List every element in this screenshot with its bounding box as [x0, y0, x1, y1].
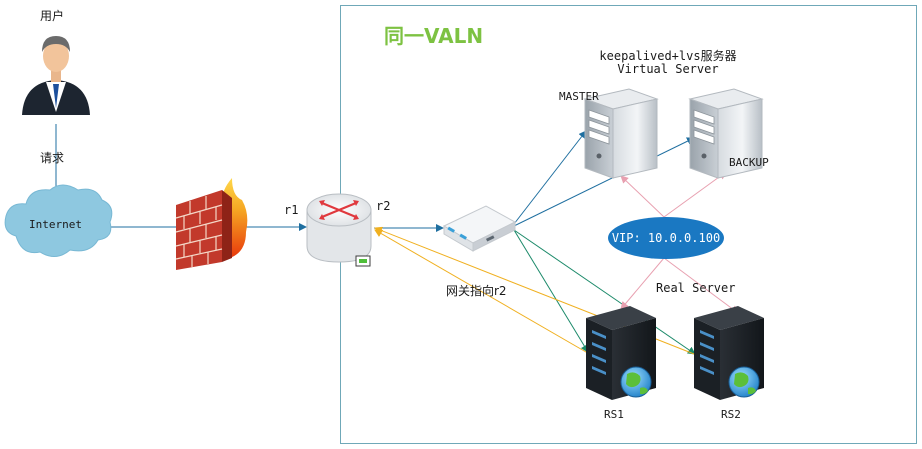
master-server-icon	[583, 88, 659, 179]
gateway-label: 网关指向r2	[446, 284, 507, 298]
rs1-label: RS1	[604, 408, 624, 421]
lvs-title-line2: Virtual Server	[617, 62, 719, 76]
r1-label: r1	[284, 203, 299, 217]
lvs-title-line1: keepalived+lvs服务器	[599, 49, 737, 63]
link-switch-master	[513, 130, 587, 225]
master-label: MASTER	[559, 90, 599, 103]
router-icon	[306, 193, 372, 267]
internet-label: Internet	[29, 218, 82, 231]
link-vip-rs1	[620, 257, 665, 310]
rs1-server-icon	[586, 306, 656, 400]
rs2-server-icon	[694, 306, 764, 400]
backup-server-icon	[688, 88, 764, 179]
cloud-icon	[4, 184, 113, 257]
rs2-label: RS2	[721, 408, 741, 421]
request-label: 请求	[40, 151, 65, 165]
firewall-icon	[175, 178, 248, 270]
link-switch-rs1	[513, 229, 589, 353]
link-switch-backup	[513, 137, 695, 227]
vip-label: VIP: 10.0.0.100	[611, 231, 721, 245]
link-vip-master	[620, 175, 665, 218]
switch-icon	[442, 205, 517, 252]
link-vip-backup	[663, 171, 727, 218]
vlan-title: 同一VALN	[384, 24, 484, 48]
vip-ellipse	[608, 217, 724, 259]
backup-label: BACKUP	[729, 156, 769, 169]
r2-label: r2	[376, 199, 391, 213]
real-server-label: Real Server	[656, 281, 736, 295]
user-label: 用户	[40, 9, 65, 23]
link-vip-rs2	[663, 257, 739, 314]
connection-lines	[52, 124, 739, 361]
user-icon	[22, 36, 90, 115]
